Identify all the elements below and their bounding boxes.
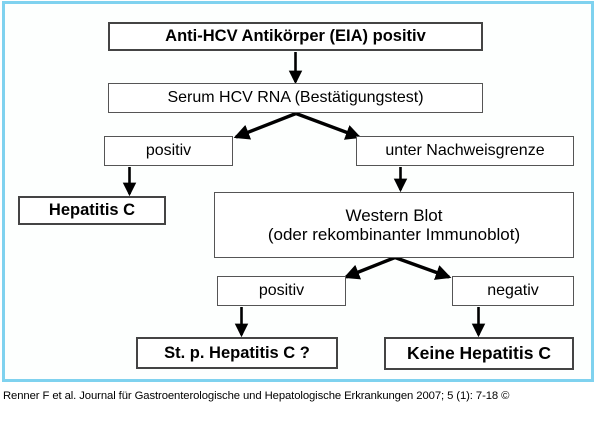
node-anti-hcv-eia-positiv: Anti-HCV Antikörper (EIA) positiv [108, 22, 483, 51]
arrow-blot-to-positiv [343, 255, 396, 280]
node-western-blot-line1: Western Blot [345, 205, 443, 225]
node-rna-positiv: positiv [104, 136, 233, 166]
node-unter-nachweisgrenze: unter Nachweisgrenze [356, 136, 574, 166]
citation-text: Renner F et al. Journal für Gastroentero… [3, 390, 510, 402]
node-blot-positiv: positiv [217, 276, 346, 306]
node-hepatitis-c: Hepatitis C [18, 196, 166, 225]
node-western-blot: Western Blot (oder rekombinanter Immunob… [214, 192, 574, 258]
flowchart-arrows [122, 52, 486, 338]
node-st-p-hepatitis-c: St. p. Hepatitis C ? [136, 337, 338, 369]
node-serum-hcv-rna: Serum HCV RNA (Bestätigungstest) [108, 83, 483, 113]
arrow-blot-to-negativ [394, 255, 452, 280]
node-blot-negativ: negativ [452, 276, 574, 306]
node-western-blot-line2: (oder rekombinanter Immunoblot) [267, 225, 521, 244]
node-keine-hepatitis-c: Keine Hepatitis C [384, 337, 574, 370]
arrow-rna-to-unter-nachweisgrenze [295, 111, 362, 140]
slide-frame [2, 1, 594, 382]
arrow-rna-to-positiv [233, 111, 297, 140]
